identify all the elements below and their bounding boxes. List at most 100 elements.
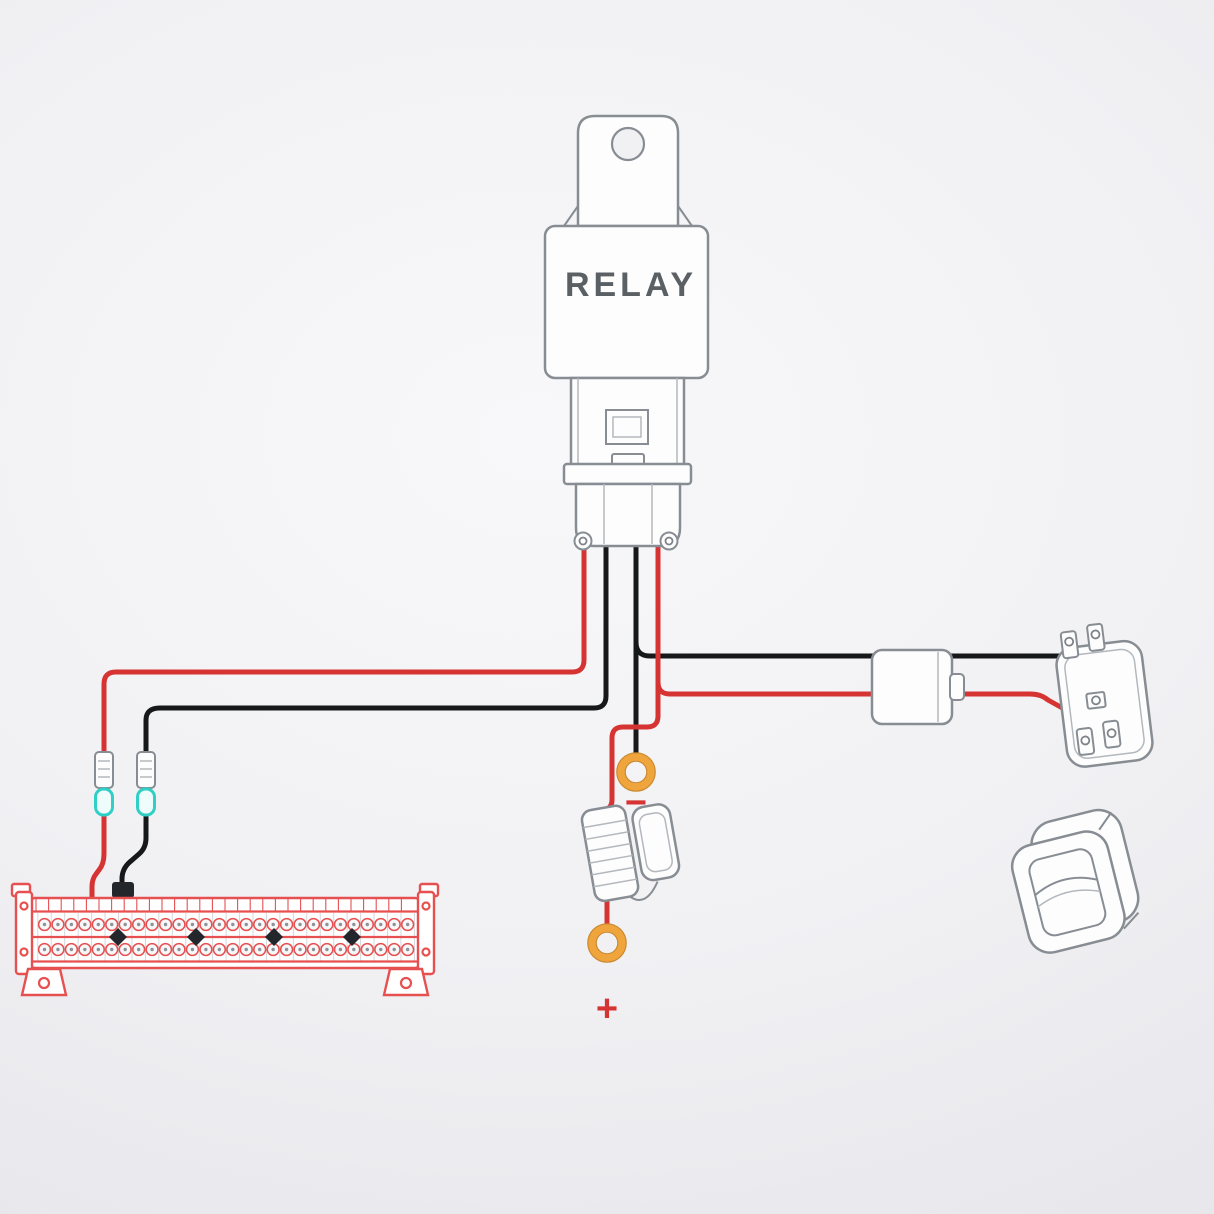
fuse-rib [585,831,629,841]
lightbar-wire-plug [112,882,134,898]
led-center-dot [110,947,114,952]
led-center-dot [150,922,154,927]
led-center-dot [311,947,316,952]
led-center-dot [352,922,356,927]
led-center-dot [136,947,141,952]
terminal-hole [1091,695,1101,706]
bolt-hole [19,901,29,911]
led-center-dot [365,947,369,952]
fuse-rib [593,878,638,888]
end-cap-right [416,890,436,976]
socket-ear-hole [664,536,674,546]
led-center-dot [325,922,329,927]
mounting-foot-right [382,967,430,997]
bolt-hole [421,901,431,911]
led-center-dot [56,947,60,952]
led-center-dot [42,922,47,927]
ring-terminal-icon [617,753,655,791]
connector-housing [870,648,954,726]
led-center-dot [311,922,316,927]
black-wire-to-lightbar [119,537,609,893]
led-center-dot [271,947,275,952]
fuse-strap [629,881,659,901]
foot-bolt-hole [37,976,51,990]
led-center-dot [150,947,154,952]
black-wire-to-switch [633,639,1083,659]
led-center-dot [83,947,87,952]
bolt-hole [19,947,29,957]
led-pod [265,928,283,946]
rocker-switch-back [1055,622,1154,768]
fuse-rib [589,854,633,864]
led-center-dot [136,922,141,927]
led-center-dot [190,922,195,927]
rocker-ridge-inner [1037,889,1101,908]
led-pod [343,928,361,946]
led-center-dot [69,947,74,952]
led-center-dot [379,947,383,952]
led-center-dot [379,922,383,927]
end-cap-left [14,890,34,976]
terminal-hole [1080,735,1091,746]
positive-label: + [596,988,618,1030]
foot-bolt-hole [399,976,413,990]
fuse-holder-cap [631,803,681,882]
red-wire-to-lightbar [89,537,587,903]
wire-harness [89,537,1083,931]
led-center-dot [177,922,181,927]
mounting-hole-icon [610,126,646,162]
switch-connector [870,648,965,726]
led-center-dot [298,947,302,952]
socket-flange [562,462,693,486]
terminal-hole [1064,636,1075,647]
fuse-cap-inner [638,812,673,873]
led-center-dot [298,922,302,927]
led-center-dot [338,922,343,927]
bezel-edge [1098,811,1113,831]
tab-chamfer [563,205,579,227]
led-center-dot [405,922,410,927]
led-center-dot [42,947,47,952]
fuse-holder-body [580,804,640,903]
led-center-dot [325,947,329,952]
led-center-dot [204,922,208,927]
led-center-dot [83,922,87,927]
led-center-dot [352,947,356,952]
bezel-edge [1123,912,1140,930]
led-center-dot [284,922,289,927]
bolt-hole [421,947,431,957]
led-center-dot [392,922,396,927]
tab-chamfer [677,205,693,227]
led-center-dot [217,922,222,927]
teal-heatshrink-sleeve [136,787,156,817]
led-pod [109,928,127,946]
led-center-dot [405,947,410,952]
ring-terminal-icon [588,924,626,962]
led-center-dot [338,947,343,952]
led-center-dot [69,922,74,927]
led-center-dot [96,922,101,927]
led-center-dot [217,947,222,952]
inline-fuse-holder [580,803,681,903]
led-center-dot [163,922,168,927]
led-center-dot [96,947,101,952]
mounting-foot-left [20,967,68,997]
led-center-dot [56,922,60,927]
led-center-dot [244,922,248,927]
led-pod [187,928,205,946]
heatsink-fins [35,899,402,911]
led-center-dot [123,947,127,952]
led-center-dot [110,922,114,927]
led-center-dot [231,947,235,952]
ring-inner-rim [595,931,619,955]
spade-terminal [94,751,114,789]
terminal-hole [1090,629,1101,640]
led-center-dot [123,922,127,927]
led-center-dot [163,947,168,952]
led-center-dot [177,947,181,952]
fuse-rib [583,819,627,829]
led-center-dot [271,922,275,927]
quick-disconnect-red [94,751,114,817]
led-center-dot [392,947,396,952]
led-center-dot [258,922,262,927]
